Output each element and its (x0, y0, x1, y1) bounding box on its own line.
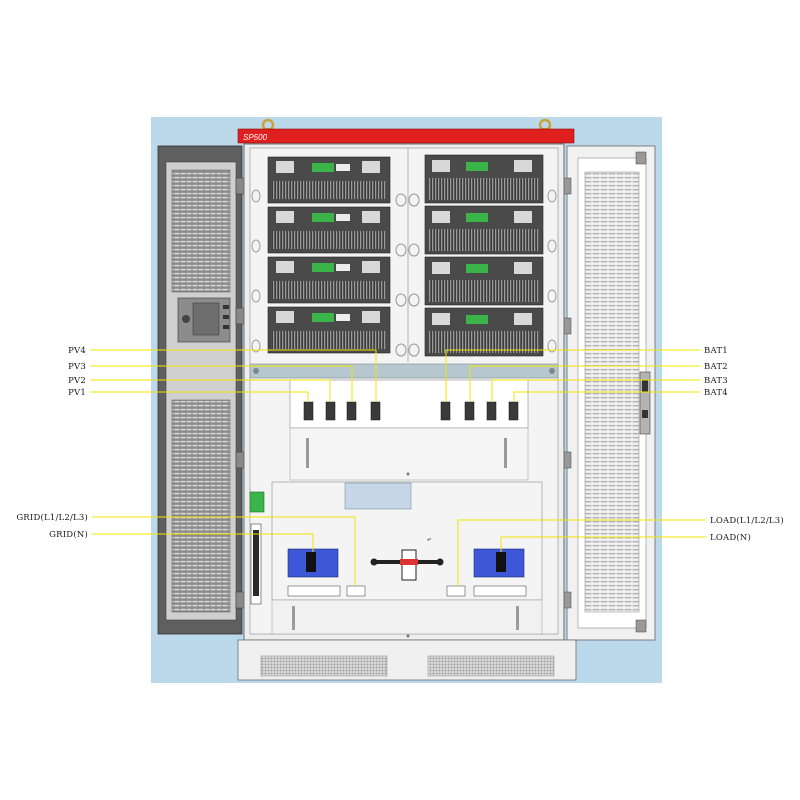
grid-breaker[interactable] (287, 548, 341, 597)
bat4-label: BAT4 (704, 388, 728, 398)
bat2-label: BAT2 (704, 362, 728, 372)
callout-lines (90, 349, 706, 586)
power-module (267, 256, 391, 304)
power-module (424, 256, 544, 306)
pv2-callout-line (90, 379, 331, 402)
grid-n-terminal (346, 585, 366, 597)
load-l-terminal (446, 585, 466, 597)
dc-terminal-area (289, 427, 529, 481)
grid-l-label: GRID(L1/L2/L3) (16, 512, 88, 523)
power-module (424, 154, 544, 204)
bat2-callout-line (469, 365, 700, 402)
power-module (267, 156, 391, 204)
load-breaker[interactable] (473, 548, 527, 597)
power-module (267, 306, 391, 354)
load-n-callout-line (500, 536, 706, 552)
bypass-switch[interactable]: ⤶ (370, 535, 444, 581)
svg-text:⤶: ⤶ (427, 535, 431, 543)
right-door-handle[interactable] (639, 371, 651, 435)
bat4-callout-line (513, 391, 700, 402)
dc-breaker-panel (289, 379, 529, 429)
cabinet-plinth (237, 639, 577, 681)
left-door-lock[interactable] (177, 297, 231, 343)
callout-labels-left: PV4 PV3 PV2 PV1 GRID(L1/L2/L3) GRID(N) (16, 346, 88, 540)
right-door-hinges (562, 151, 647, 633)
grid-n-callout-line (92, 533, 314, 552)
bat1-callout-line (445, 349, 700, 402)
pv3-label: PV3 (68, 362, 86, 372)
power-module (424, 307, 544, 357)
grid-n-label: GRID(N) (49, 529, 88, 540)
ac-panel: ⤶ (271, 481, 543, 601)
load-n-label: LOAD(N) (710, 532, 751, 543)
right-door (562, 145, 656, 641)
bat1-label: BAT1 (704, 346, 728, 356)
callout-labels-right: BAT1 BAT2 BAT3 BAT4 LOAD(L1/L2/L3) LOAD(… (704, 346, 784, 543)
cable-rail (249, 363, 559, 379)
bat3-label: BAT3 (704, 376, 728, 386)
brand-bar (237, 128, 575, 144)
load-l-callout-line (457, 519, 706, 586)
power-modules-left (267, 156, 391, 354)
brand-label: SP500 (243, 133, 268, 142)
pv4-label: PV4 (68, 346, 86, 356)
power-module (267, 206, 391, 254)
left-door-vent-bottom (171, 399, 231, 613)
load-l-label: LOAD(L1/L2/L3) (710, 515, 784, 526)
left-door-vent-top (171, 169, 231, 293)
pv4-callout-line (90, 349, 377, 402)
pv1-callout-line (90, 391, 309, 402)
pv-breakers[interactable] (303, 401, 381, 421)
bat3-callout-line (491, 379, 700, 402)
grid-l-callout-line (92, 516, 356, 586)
pv1-label: PV1 (68, 388, 86, 398)
pv3-callout-line (90, 365, 353, 402)
side-meter (249, 491, 265, 605)
info-label-plate (344, 482, 412, 510)
pv2-label: PV2 (68, 376, 86, 386)
power-module (424, 205, 544, 255)
power-modules-right (424, 154, 544, 357)
left-door (157, 145, 245, 635)
